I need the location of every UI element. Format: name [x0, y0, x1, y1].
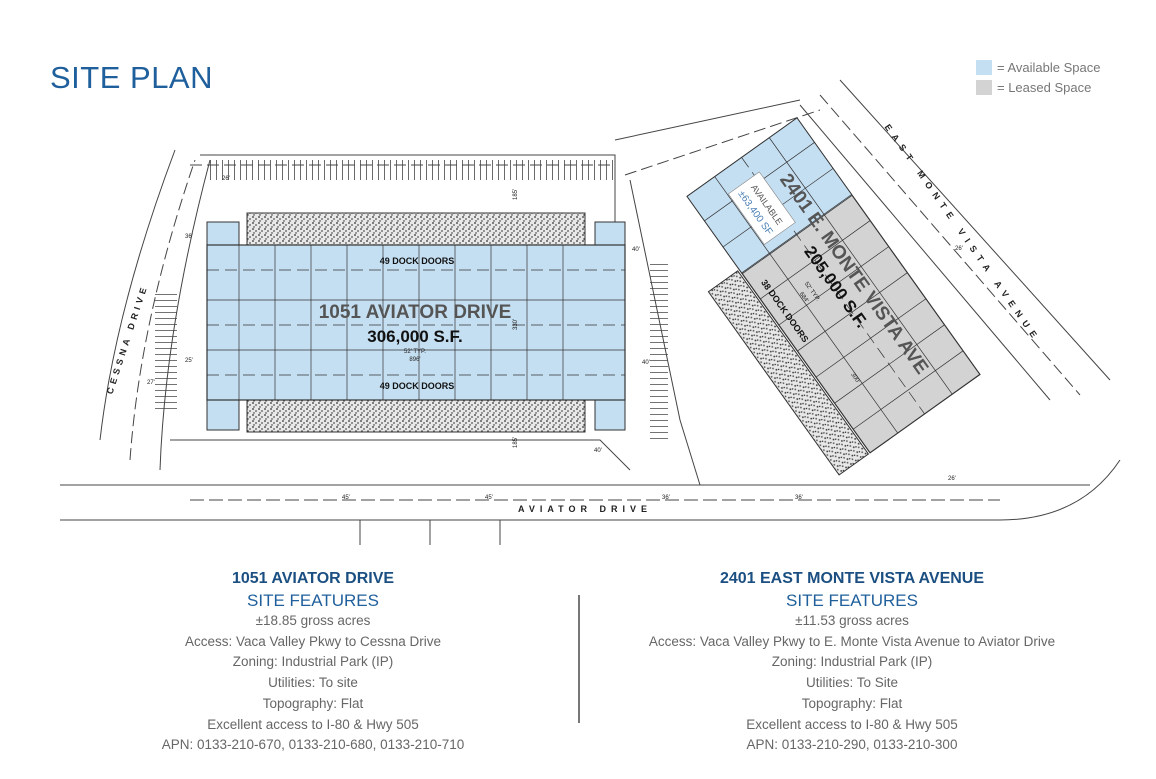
legend-available: = Available Space [976, 57, 1100, 77]
feature-utilities: Utilities: To Site [805, 675, 899, 691]
truck-court-south [246, 399, 586, 433]
building2-length: 684' [798, 291, 809, 304]
svg-text:26': 26' [955, 246, 963, 252]
grid-line [741, 157, 925, 415]
grid-line [760, 220, 871, 300]
site-plan: 1051 AVIATOR DRIVE 306,000 S.F. 49 DOCK … [60, 79, 1121, 545]
site-subtitle: SITE FEATURES [247, 591, 379, 610]
building1-depth: 330' [513, 319, 519, 330]
grid-line [834, 324, 945, 404]
building1-area: 306,000 S.F. [367, 327, 462, 346]
svg-text:26': 26' [948, 476, 956, 482]
building-2401-monte-vista[interactable]: 2401 E. MONTE VISTA AVE 205,000 S.F. 38 … [656, 117, 981, 476]
svg-text:40': 40' [632, 247, 640, 253]
feature-apn: APN: 0133-210-290, 0133-210-300 [746, 737, 958, 753]
site-features-1051: 1051 AVIATOR DRIVE SITE FEATURES ±18.85 … [93, 568, 533, 756]
feature-zoning: Zoning: Industrial Park (IP) [771, 654, 933, 670]
truck-court-north [246, 212, 586, 246]
feature-zoning: Zoning: Industrial Park (IP) [232, 654, 394, 670]
svg-text:185': 185' [513, 189, 519, 200]
building1-name: 1051 AVIATOR DRIVE [319, 302, 512, 323]
dimension-labels: 26' 36' 25' 27' 185' 185' 40' 40' 40' 45… [147, 176, 963, 501]
building1-length: 896' [409, 357, 420, 363]
street-aviator-drive: AVIATOR DRIVE [518, 504, 652, 514]
feature-topography: Topography: Flat [262, 695, 364, 711]
feature-access: Access: Vaca Valley Pkwy to Cessna Drive [184, 633, 442, 649]
grid-line [769, 137, 953, 395]
legend-label: = Available Space [997, 59, 1101, 75]
leased-swatch [976, 79, 992, 95]
grid-line [815, 298, 927, 378]
svg-text:185': 185' [513, 437, 519, 448]
feature-access: Access: Vaca Valley Pkwy to E. Monte Vis… [648, 633, 1056, 649]
svg-text:25': 25' [185, 358, 193, 364]
available-swatch [976, 59, 992, 75]
site-name: 1051 AVIATOR DRIVE [231, 570, 395, 587]
page-title: SITE PLAN [50, 60, 213, 95]
feature-apn: APN: 0133-210-670, 0133-210-680, 0133-21… [161, 737, 465, 753]
grid-line [797, 272, 908, 352]
parking-stalls [155, 290, 177, 410]
grid-line [852, 350, 964, 430]
svg-text:45': 45' [485, 495, 493, 501]
grid-line [778, 246, 889, 326]
legend: = Available Space = Leased Space [976, 57, 1100, 97]
svg-text:40': 40' [642, 360, 650, 366]
legend-leased: = Leased Space [976, 77, 1100, 97]
building2-depth: 300' [849, 372, 860, 385]
feature-topography: Topography: Flat [801, 695, 903, 711]
feature-acres: ±11.53 gross acres [795, 613, 909, 628]
svg-text:36': 36' [795, 495, 803, 501]
parking-stalls [205, 160, 615, 180]
svg-text:36': 36' [662, 495, 670, 501]
parking-stalls [650, 260, 668, 440]
site-features-2401: 2401 EAST MONTE VISTA AVENUE SITE FEATUR… [622, 568, 1082, 756]
building1-bay: 52' TYP. [404, 349, 426, 355]
building1-dock-bottom: 49 DOCK DOORS [380, 381, 455, 391]
svg-text:40': 40' [594, 448, 602, 454]
site-name: 2401 EAST MONTE VISTA AVENUE [719, 570, 985, 587]
site-subtitle: SITE FEATURES [786, 591, 918, 610]
divider [578, 595, 580, 723]
feature-acres: ±18.85 gross acres [255, 613, 371, 628]
building1-dock-top: 49 DOCK DOORS [380, 256, 455, 266]
svg-text:45': 45' [342, 495, 350, 501]
legend-label: = Leased Space [997, 79, 1092, 95]
available-label-box [727, 171, 796, 245]
svg-text:26': 26' [222, 176, 230, 182]
building-1051-aviator[interactable]: 1051 AVIATOR DRIVE 306,000 S.F. 49 DOCK … [206, 212, 626, 433]
truck-court [707, 270, 870, 476]
svg-text:27': 27' [147, 380, 155, 386]
feature-freeway: Excellent access to I-80 & Hwy 505 [746, 716, 958, 732]
feature-utilities: Utilities: To site [268, 675, 358, 691]
grid-line [741, 194, 852, 274]
svg-text:36': 36' [185, 234, 193, 240]
grid-line [714, 176, 898, 434]
feature-freeway: Excellent access to I-80 & Hwy 505 [207, 716, 419, 732]
roads [60, 79, 1121, 545]
